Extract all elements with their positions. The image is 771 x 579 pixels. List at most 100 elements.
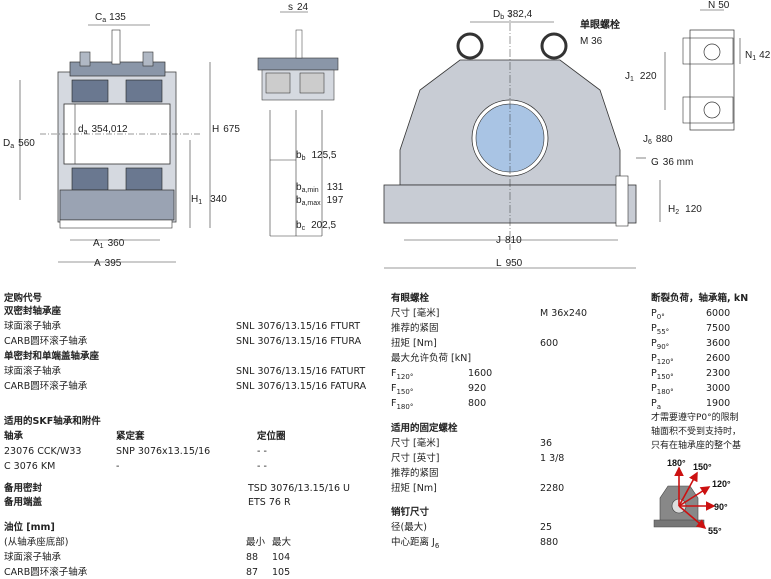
maxload-value: 1600	[468, 368, 493, 379]
angle-180: 180°	[667, 458, 686, 468]
grease-row-min: 88	[246, 552, 259, 563]
sealed-title: 双密封轴承座	[4, 306, 62, 317]
spare-cover-label: 备用端盖	[4, 497, 43, 508]
grease-row-label: CARB圆环滚子轴承	[4, 567, 88, 578]
spare-cover-value: ETS 76 R	[248, 497, 291, 508]
grease-row-max: 104	[272, 552, 291, 563]
dowel-title: 销钉尺寸	[391, 507, 430, 518]
acc-header-bearing: 轴承	[4, 431, 24, 442]
acc-sleeve: -	[116, 461, 120, 472]
sealed-row-label: CARB圆环滚子轴承	[4, 336, 88, 347]
accessories-title: 适用的SKF轴承和附件	[4, 416, 101, 427]
grease-row-label: 球面滚子轴承	[4, 552, 62, 563]
maxload-title: 最大允许负荷 [kN]	[391, 353, 472, 364]
acc-sleeve: SNP 3076x13.15/16	[116, 446, 211, 457]
breakload-label: P120°	[651, 353, 674, 366]
svg-text:s24: s24	[288, 2, 309, 13]
svg-text:M 36: M 36	[580, 36, 603, 47]
sealed-row-value: SNL 3076/13.15/16 FTURT	[236, 321, 361, 332]
svg-text:单眼螺栓: 单眼螺栓	[580, 18, 620, 31]
acc-ring: - -	[257, 446, 267, 457]
eyebolt-row-label: 推荐的紧固	[391, 323, 439, 334]
breakload-value: 1900	[706, 398, 731, 409]
endcover-row-label: 球面滚子轴承	[4, 366, 62, 377]
note-line: 轴面积不受到支持时，	[651, 427, 742, 437]
breakload-label: P150°	[651, 368, 674, 381]
acc-bearing: C 3076 KM	[4, 461, 56, 472]
fixbolt-row-label: 扭矩 [Nm]	[391, 483, 437, 494]
fixbolt-row-value: 1 3/8	[540, 453, 565, 464]
sealed-row-value: SNL 3076/13.15/16 FTURA	[236, 336, 362, 347]
angle-55: 55°	[708, 526, 722, 536]
breakload-title: 断裂负荷，轴承箱, kN	[651, 293, 749, 304]
maxload-label: F120°	[391, 368, 414, 381]
acc-ring: - -	[257, 461, 267, 472]
breakload-value: 3600	[706, 338, 731, 349]
breakload-value: 6000	[706, 308, 731, 319]
acc-header-ring: 定位圈	[257, 431, 286, 442]
fixbolt-title: 适用的固定螺栓	[391, 423, 458, 434]
svg-text:N50: N50	[708, 0, 730, 11]
angle-120: 120°	[712, 479, 731, 489]
arrow-150	[678, 471, 698, 507]
breakload-label: P90°	[651, 338, 670, 351]
fixbolt-row-value: 2280	[540, 483, 565, 494]
dowel-row-label: 中心距离 J6	[391, 537, 440, 550]
svg-text:G36 mm: G36 mm	[651, 157, 693, 168]
eyebolt-title: 有眼螺栓	[391, 293, 430, 304]
endcover-row-label: CARB圆环滚子轴承	[4, 381, 88, 392]
fixbolt-row-label: 尺寸 [英寸]	[391, 453, 440, 464]
breakload-label: P0°	[651, 308, 665, 321]
eyebolt-row-value: M 36x240	[540, 308, 588, 319]
breakload-label: P55°	[651, 323, 670, 336]
dowel-row-label: 径(最大)	[391, 522, 427, 533]
endcover-row-value: SNL 3076/13.15/16 FATURT	[236, 366, 366, 377]
angle-90: 90°	[714, 502, 728, 512]
spare-seal-value: TSD 3076/13.15/16 U	[248, 483, 351, 494]
dowel-row-value: 880	[540, 537, 559, 548]
grease-sub: (从轴承座底部)	[4, 537, 69, 548]
maxload-value: 920	[468, 383, 487, 394]
bearing-section-detail	[257, 29, 339, 101]
maxload-label: F150°	[391, 383, 414, 396]
fixbolt-row-label: 尺寸 [毫米]	[391, 438, 440, 449]
breakload-label: Pa	[651, 398, 662, 411]
breakload-value: 3000	[706, 383, 731, 394]
housing-front-view	[383, 10, 637, 250]
endcover-row-value: SNL 3076/13.15/16 FATURA	[236, 381, 367, 392]
fixbolt-row-value: 36	[540, 438, 553, 449]
grease-row-min: 87	[246, 567, 259, 578]
arrow-120	[678, 486, 711, 507]
dowel-row-value: 25	[540, 522, 553, 533]
breakload-value: 2600	[706, 353, 731, 364]
breakload-value: 2300	[706, 368, 731, 379]
base-hole-detail	[682, 29, 735, 131]
note-line: 才需要遵守P0°的限制	[651, 413, 739, 423]
endcover-title: 单密封和单端盖轴承座	[4, 351, 100, 362]
sealed-row-label: 球面滚子轴承	[4, 321, 62, 332]
housing-icon	[653, 485, 705, 528]
angle-150: 150°	[693, 462, 712, 472]
breakload-value: 7500	[706, 323, 731, 334]
eyebolt-row-value: 600	[540, 338, 559, 349]
note-line: 只有在轴承座的整个基	[651, 441, 742, 451]
grease-min-header: 最小	[246, 537, 266, 548]
